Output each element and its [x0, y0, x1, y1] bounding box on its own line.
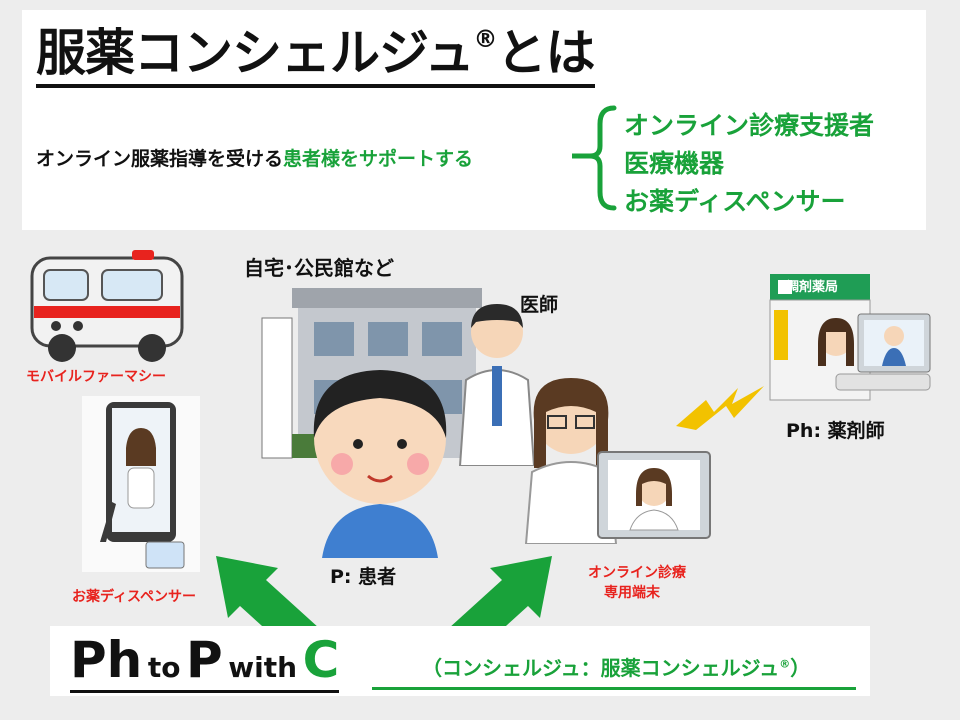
- doctor-label: 医師: [520, 294, 559, 316]
- brace-connector: [572, 105, 617, 211]
- formula-explanation: （コンシェルジュ：服薬コンシェルジュ®）: [422, 656, 811, 680]
- terminal-label-line2: 専用端末: [604, 585, 660, 601]
- pharmacist-label: Ph: 薬剤師: [786, 420, 885, 442]
- terminal-label-line1: オンライン診療: [588, 565, 686, 581]
- pharmacy-building-icon: [769, 274, 931, 401]
- header-panel: [22, 10, 926, 230]
- support-staff-icon: [524, 378, 618, 544]
- formula-text: Ph to P with C: [70, 630, 340, 693]
- doctor-figure-icon: [458, 304, 536, 466]
- option-medical-device: 医療機器: [624, 149, 725, 178]
- online-terminal-monitor-icon: [597, 451, 711, 539]
- page-title: 服薬コンシェルジュ®とは: [36, 24, 596, 88]
- mobile-pharmacy-label: モバイルファーマシー: [26, 369, 166, 385]
- patient-label: P: 患者: [330, 566, 397, 588]
- dispenser-device-icon: [82, 396, 200, 572]
- lead-text: オンライン服薬指導を受ける患者様をサポートする: [36, 148, 474, 170]
- pharmacy-sign: 調剤薬局: [786, 280, 839, 295]
- formula-underline: [372, 687, 856, 690]
- location-label: 自宅･公民館など: [244, 256, 394, 280]
- lightning-connection-icon: [676, 386, 764, 430]
- formula-panel: [50, 626, 870, 696]
- patient-figure-icon: [313, 370, 447, 558]
- option-online-support: オンライン診療支援者: [624, 111, 875, 140]
- option-dispenser: お薬ディスペンサー: [624, 187, 846, 216]
- mobile-pharmacy-vehicle-icon: [30, 250, 184, 362]
- dispenser-label: お薬ディスペンサー: [72, 589, 197, 605]
